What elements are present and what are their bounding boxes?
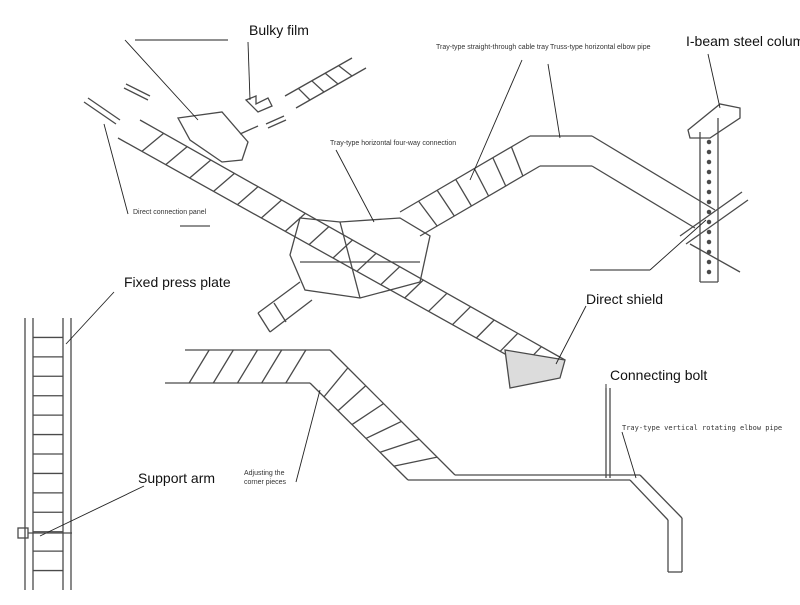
leader-four-way	[335, 149, 375, 223]
label-bulky-film: Bulky film	[249, 22, 309, 38]
ladder-rung	[475, 319, 495, 339]
ladder-rung	[188, 349, 210, 384]
ibeam-hole	[706, 159, 712, 165]
ladder-rung	[237, 186, 259, 206]
leader-lines	[39, 39, 721, 537]
ladder-rung	[380, 266, 401, 286]
ladder-rung	[236, 349, 259, 384]
ibeam-hole	[706, 239, 712, 245]
label-four-way: Tray-type horizontal four-way connection	[330, 140, 457, 147]
left-vertical-ladder	[24, 318, 72, 590]
leader-support-arm	[39, 485, 145, 537]
label-direct-shield: Direct shield	[586, 291, 664, 307]
ladder-rung	[418, 200, 438, 227]
ladder-rung	[141, 132, 165, 152]
ladder-rung	[473, 168, 490, 197]
ladder-rung	[351, 403, 384, 426]
ladder-rung	[451, 306, 472, 326]
leader-direct-panel	[103, 123, 129, 215]
ladder-rung	[365, 420, 402, 440]
ladder-rung	[393, 456, 438, 467]
leader-direct-shield	[555, 305, 587, 365]
ladder-rung	[492, 157, 507, 187]
ladder-rung	[499, 332, 519, 352]
ibeam-hole	[706, 189, 712, 195]
upper-left-pieces	[83, 83, 287, 163]
ibeam-hole	[706, 229, 712, 235]
ibeam-hole	[706, 149, 712, 155]
ladder-rung	[332, 239, 353, 259]
support-arm	[17, 527, 72, 539]
leader-truss-elbow	[547, 63, 561, 139]
ibeam-hole	[706, 199, 712, 205]
leader-bulky-film	[247, 41, 251, 101]
ibeam-hole	[706, 179, 712, 185]
ladder-rung	[165, 146, 188, 166]
right-branch-tray	[399, 135, 716, 237]
lower-left-stub	[257, 281, 313, 333]
ladder-rung	[261, 349, 283, 384]
label-connecting-bolt: Connecting bolt	[610, 367, 708, 383]
ladder-rung	[428, 292, 448, 312]
ladder-rung	[189, 159, 212, 179]
ibeam-hole	[706, 139, 712, 145]
label-adjusting-line1: Adjusting the	[244, 470, 285, 477]
ladder-rung	[213, 172, 235, 192]
ladder-rung	[404, 279, 424, 299]
ladder-rung	[379, 438, 420, 453]
ladder-rung	[297, 87, 311, 101]
main-diagonal-ladder	[117, 119, 566, 379]
ladder-rung	[284, 212, 306, 232]
ladder-rung	[436, 189, 455, 217]
label-tray-straight: Tray-type straight-through cable tray	[436, 44, 549, 51]
label-fixed-press: Fixed press plate	[124, 274, 231, 290]
ladder-rung	[260, 199, 283, 219]
leader-tray-straight	[469, 59, 523, 181]
ladder-rung	[510, 146, 524, 177]
label-truss-elbow: Truss-type horizontal elbow pipe	[550, 44, 651, 51]
ibeam-hole	[706, 269, 712, 275]
label-support-arm: Support arm	[138, 470, 216, 486]
ibeam-hole	[706, 209, 712, 215]
ladder-rung	[338, 65, 353, 77]
ibeam-hole	[706, 169, 712, 175]
ibeam-hole	[706, 219, 712, 225]
label-i-beam: I-beam steel colum	[686, 33, 800, 49]
label-vertical-elbow: Tray-type vertical rotating elbow pipe	[622, 424, 783, 432]
ladder-rung	[212, 349, 234, 384]
ladder-rung	[324, 72, 339, 85]
leader-adjusting	[295, 389, 321, 483]
label-direct-panel: Direct connection panel	[133, 209, 207, 216]
ladder-rung	[285, 349, 307, 384]
label-adjusting-line2: corner pieces	[244, 479, 287, 486]
leader-bulky-film-2	[124, 39, 199, 121]
leader-fixed-press	[65, 291, 115, 345]
ibeam-hole	[706, 259, 712, 265]
ibeam-hole	[706, 249, 712, 255]
direct-shield-plate	[504, 349, 566, 389]
ladder-rung	[323, 367, 349, 398]
i-beam-column	[679, 103, 749, 283]
leader-i-beam	[707, 53, 721, 109]
ladder-rung	[308, 226, 330, 246]
ladder-rung	[337, 385, 367, 412]
four-way-connection-panel	[289, 217, 431, 299]
ladder-rung	[311, 80, 325, 93]
middle-ladder-tray	[165, 349, 683, 573]
leader-vertical-elbow	[621, 431, 637, 479]
upper-small-ladder	[284, 57, 367, 109]
ladder-rung	[455, 179, 472, 207]
